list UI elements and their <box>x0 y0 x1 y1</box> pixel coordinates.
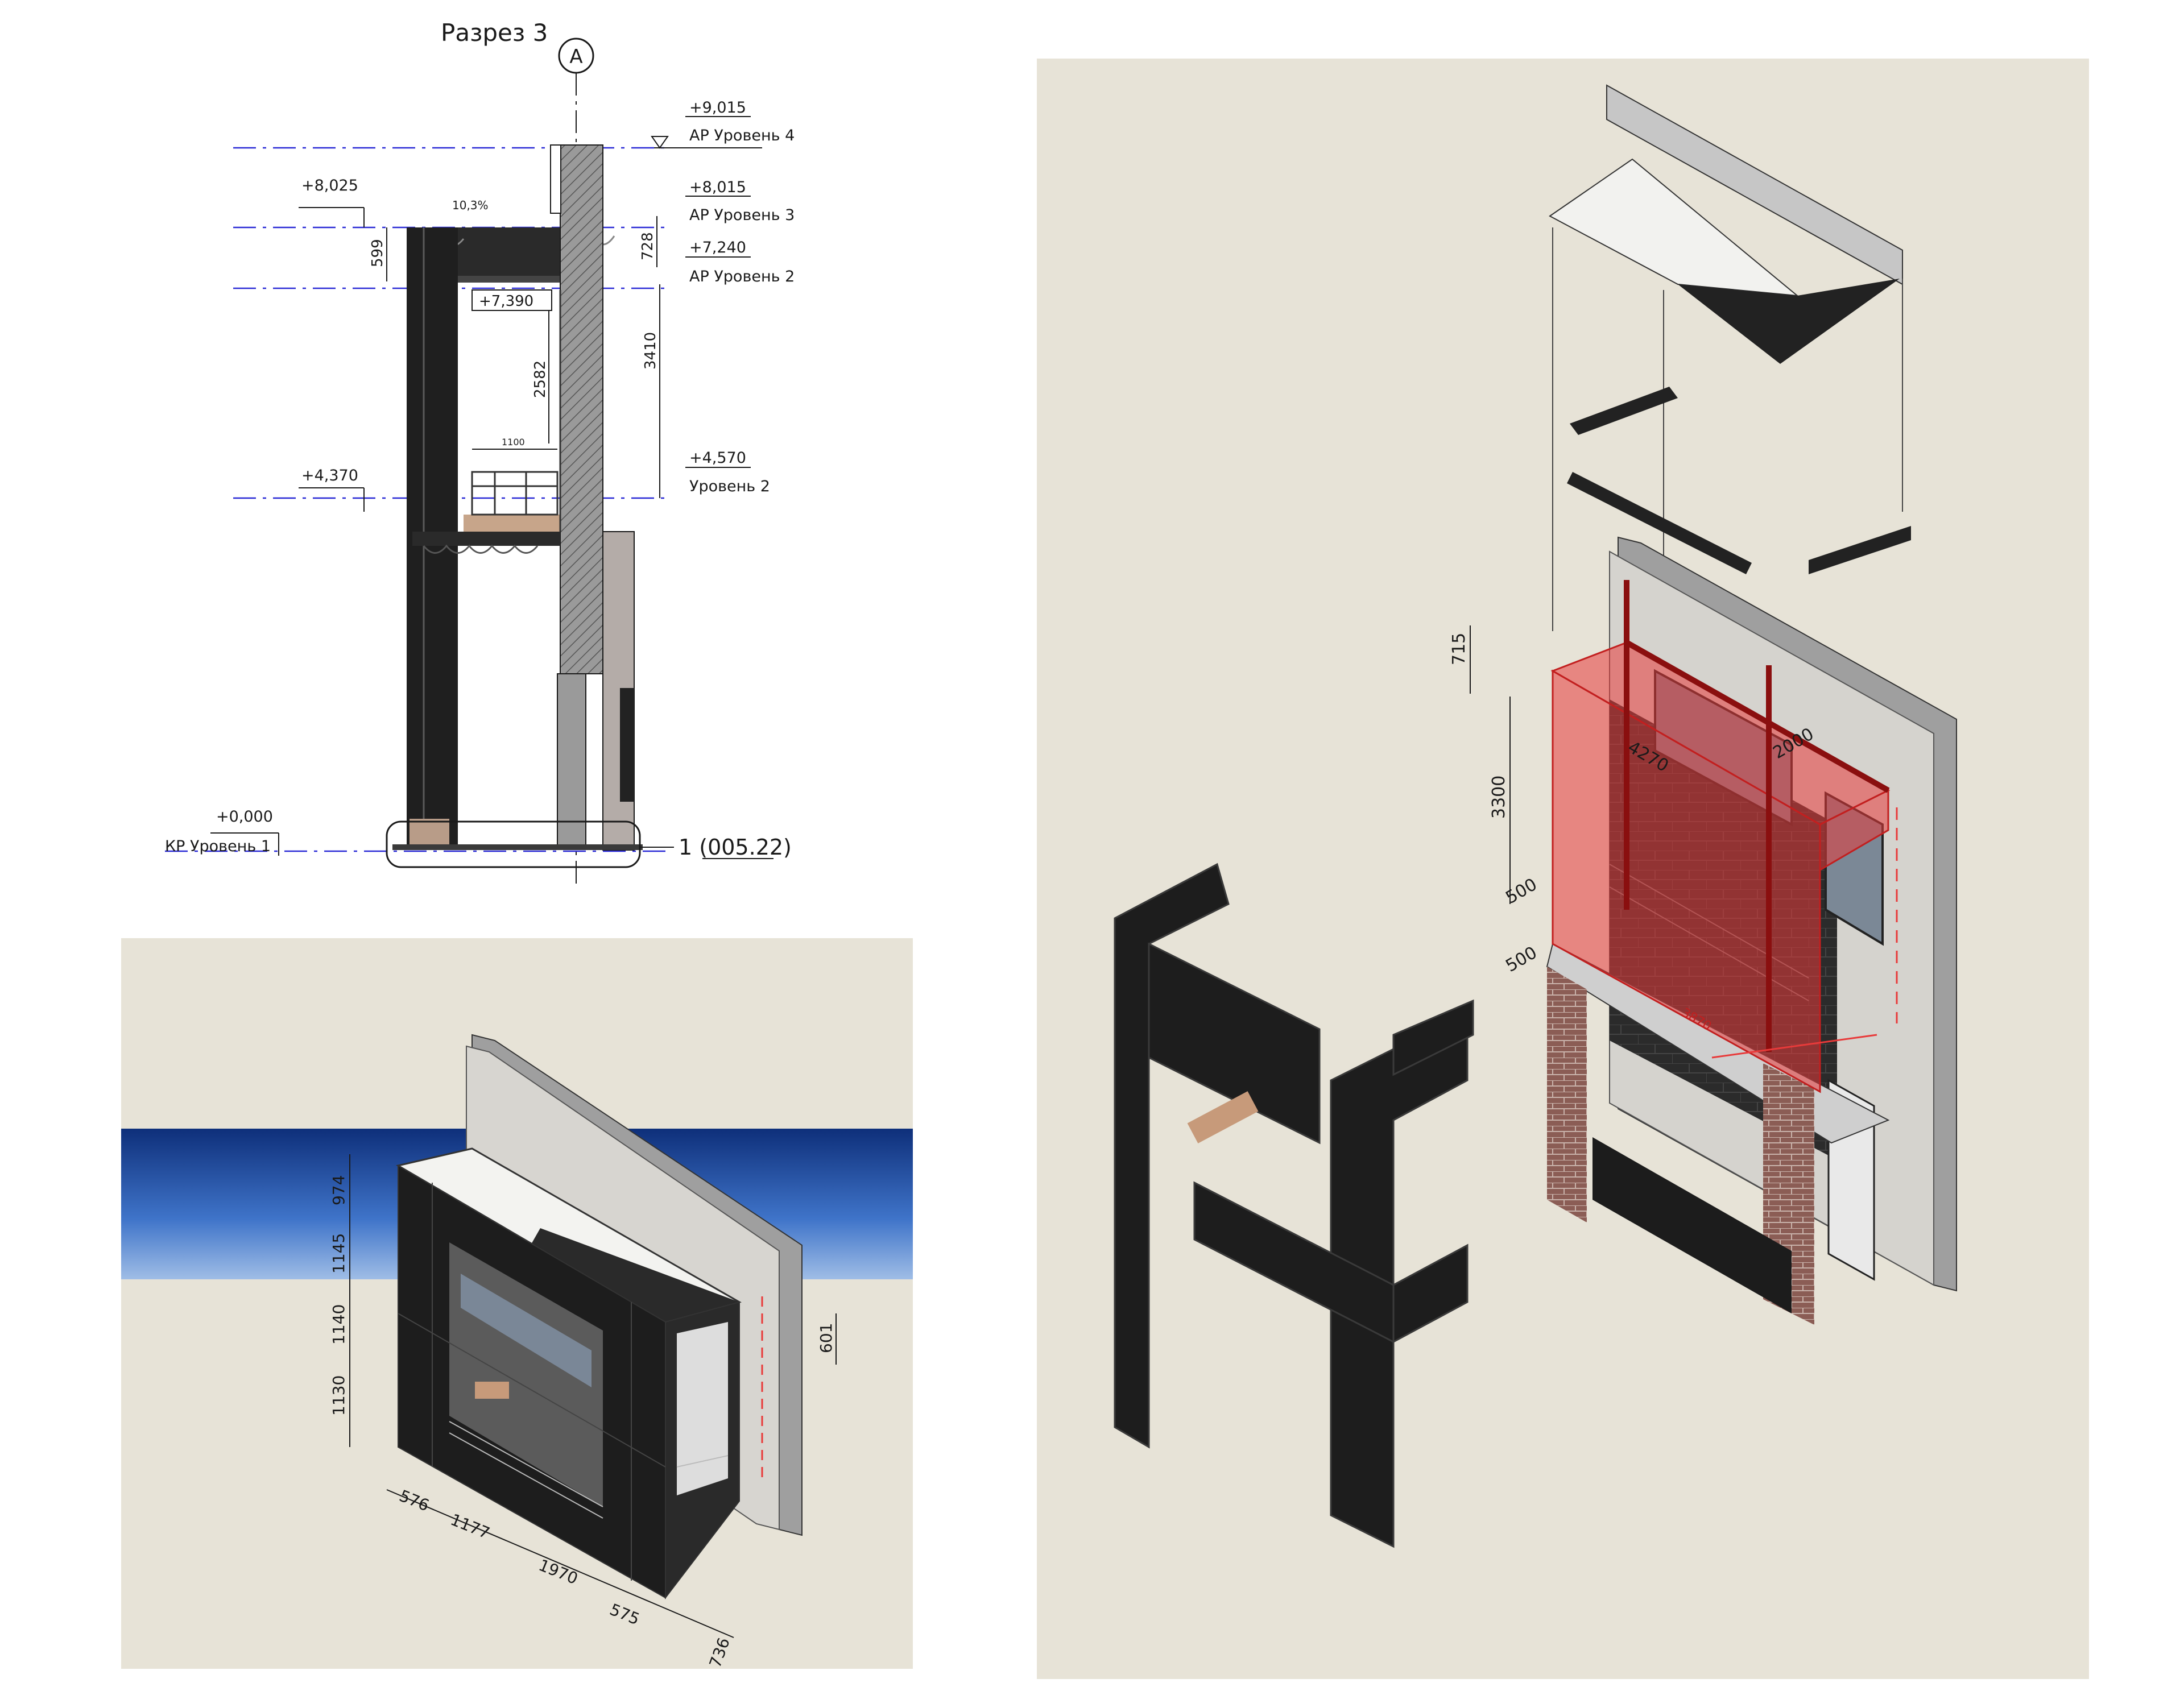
iso-small-view: 974 1145 1140 1130 576 1177 1970 575 736… <box>121 938 913 1670</box>
dim-599: 599 <box>369 239 386 267</box>
section-title: Разрез 3 <box>441 19 548 47</box>
grid-axis-label: A <box>569 45 582 68</box>
dim-601: 601 <box>817 1323 835 1353</box>
level-elev: +8,015 <box>689 179 746 196</box>
dim-3410: 3410 <box>642 332 659 370</box>
frame-element <box>1114 863 1474 1548</box>
level-name: АР Уровень 2 <box>689 268 795 285</box>
level-name: Уровень 2 <box>689 478 770 495</box>
level-mark-4: +4,570 Уровень 2 <box>685 449 770 495</box>
dim-715: 715 <box>1449 633 1469 665</box>
level-name: АР Уровень 4 <box>689 127 795 144</box>
dim-1145: 1145 <box>329 1233 348 1274</box>
left-mark-3: +0,000 КР Уровень 1 <box>165 808 279 856</box>
level-mark-2: +8,015 АР Уровень 3 <box>685 179 795 224</box>
level-elev: +9,015 <box>689 99 746 117</box>
left-mark-name: КР Уровень 1 <box>165 838 271 855</box>
dim-728: 728 <box>639 232 656 260</box>
dim-1140: 1140 <box>329 1304 348 1345</box>
level-elev: +7,240 <box>689 239 746 256</box>
level-elev: +4,570 <box>689 449 746 467</box>
left-mark-1: +8,025 <box>299 177 365 227</box>
section-dims: 599 728 3410 2582 1100 +7,390 <box>369 216 660 498</box>
dim-1130: 1130 <box>329 1375 348 1416</box>
detail-callout: 1 (005.22) <box>679 835 792 860</box>
dim-3300: 3300 <box>1489 776 1509 819</box>
level-mark-3: +7,240 АР Уровень 2 <box>685 239 795 285</box>
left-mark-elev: +4,370 <box>301 467 358 484</box>
level-mark-1: +9,015 АР Уровень 4 <box>651 99 795 149</box>
inner-level-mark: +7,390 <box>479 293 533 310</box>
dim-2582: 2582 <box>532 360 549 398</box>
dim-1100: 1100 <box>502 437 525 447</box>
highlight-volume <box>1550 641 1891 1093</box>
section-drawing: Разрез 3 A +9,015 АР Уровень 4 +8,015 АР… <box>165 19 795 887</box>
level-name: АР Уровень 3 <box>689 206 795 224</box>
left-mark-elev: +0,000 <box>216 808 273 826</box>
left-mark-elev: +8,025 <box>301 177 358 194</box>
left-mark-2: +4,370 <box>299 467 365 512</box>
slope-label: 10,3% <box>452 198 489 212</box>
section-structure: 10,3% <box>386 144 674 868</box>
iso-large-view: 715 3300 500 500 4270 2000 3870 <box>1037 59 2089 1679</box>
dim-974: 974 <box>329 1175 348 1205</box>
